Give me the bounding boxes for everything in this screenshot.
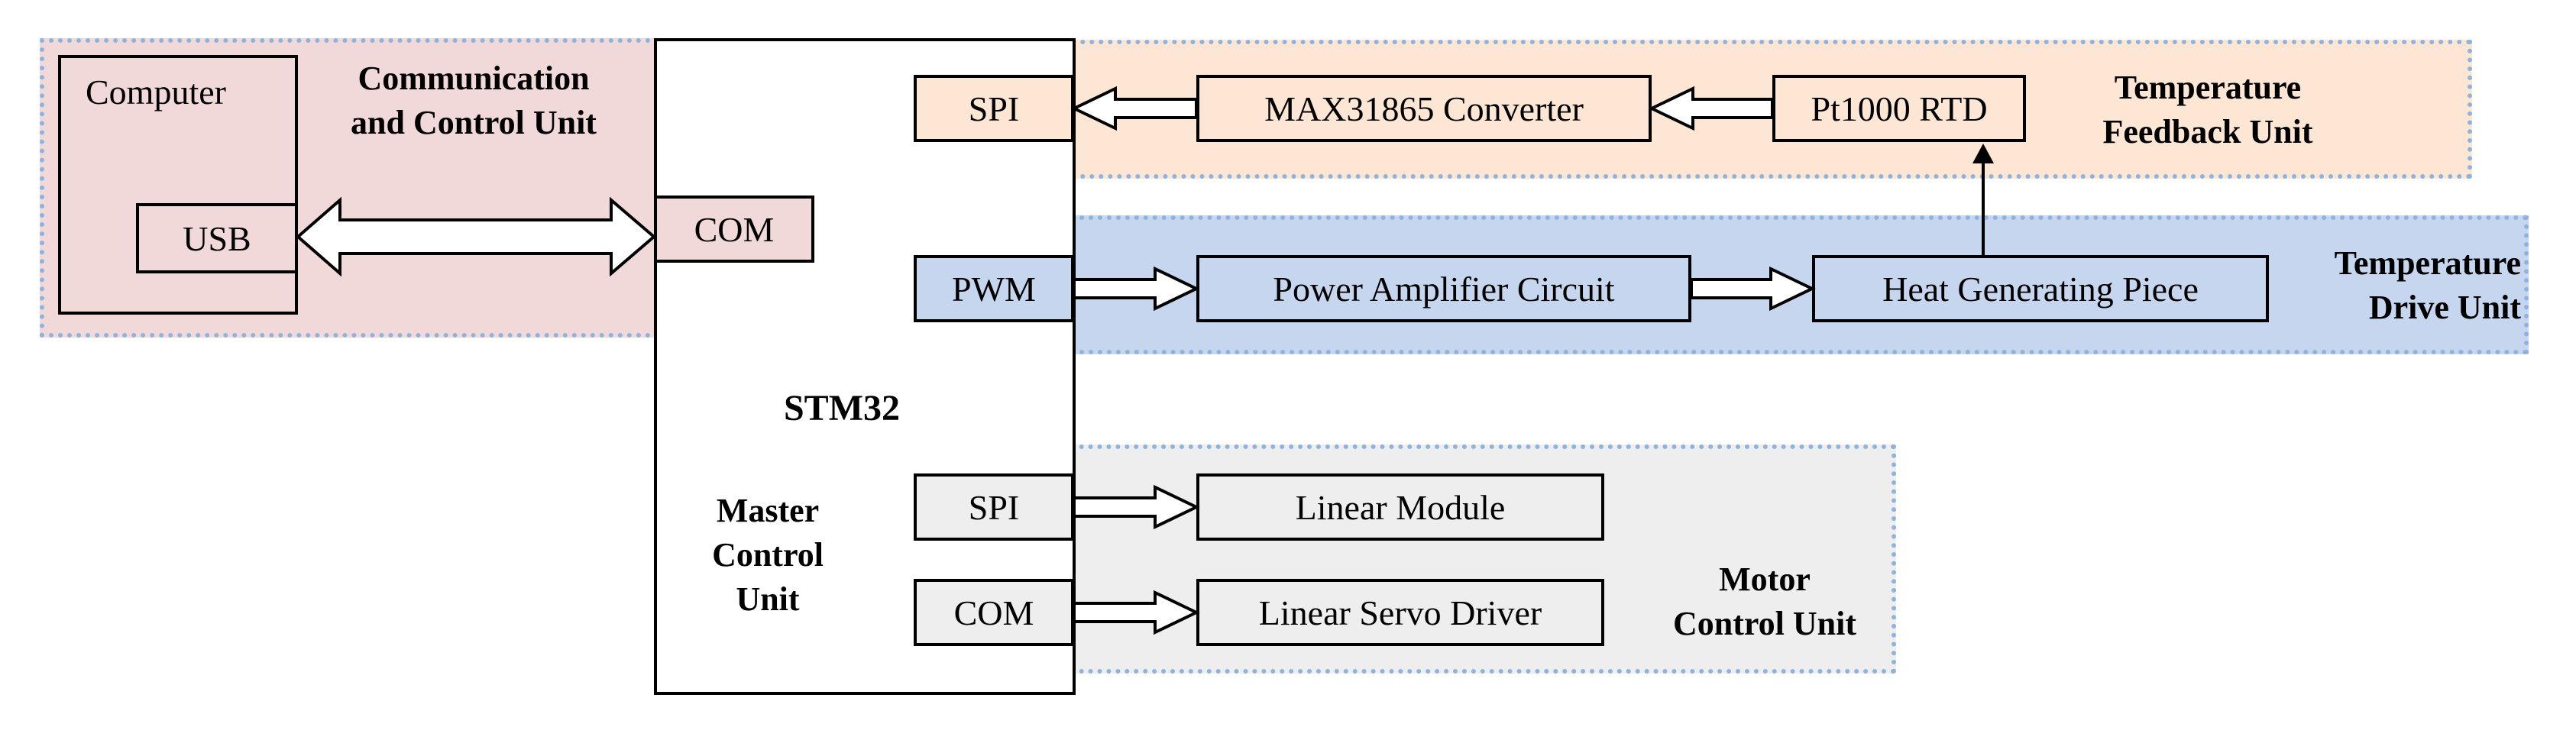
power-amplifier-circuit-box: Power Amplifier Circuit [1196, 255, 1691, 322]
linear-servo-driver-box: Linear Servo Driver [1196, 579, 1604, 646]
heat-generating-piece-box: Heat Generating Piece [1812, 255, 2269, 322]
computer-label: Computer [86, 73, 226, 111]
stm32-label: STM32 [783, 388, 900, 428]
pwm-box: PWM [914, 255, 1074, 322]
usb-box: USB [136, 203, 298, 273]
amp-to-heat-arrow [1690, 266, 1816, 312]
max31865-converter-box: MAX31865 Converter [1196, 75, 1652, 142]
motor-control-unit-label: Motor Control Unit [1673, 561, 1856, 642]
ttl-double-arrow [295, 196, 657, 277]
pwm-to-amp-arrow [1073, 266, 1200, 312]
com-to-servo-arrow [1073, 590, 1200, 635]
temperature-drive-unit-label: Temperature Drive Unit [2334, 244, 2521, 326]
temperature-feedback-unit-label: Temperature Feedback Unit [2102, 69, 2313, 150]
heat-to-pt1000-arrowhead [1972, 144, 1994, 163]
spi-to-linear-module-arrow [1073, 484, 1200, 530]
communication-unit-label: Communication and Control Unit [351, 60, 597, 141]
master-control-unit-label: Master Control Unit [712, 492, 824, 618]
spi-motor-box: SPI [914, 473, 1074, 541]
com-master-box: COM [654, 196, 814, 263]
linear-module-box: Linear Module [1196, 473, 1604, 541]
max-to-spi-arrow [1070, 86, 1198, 131]
pt1000-to-max-arrow [1648, 86, 1774, 131]
